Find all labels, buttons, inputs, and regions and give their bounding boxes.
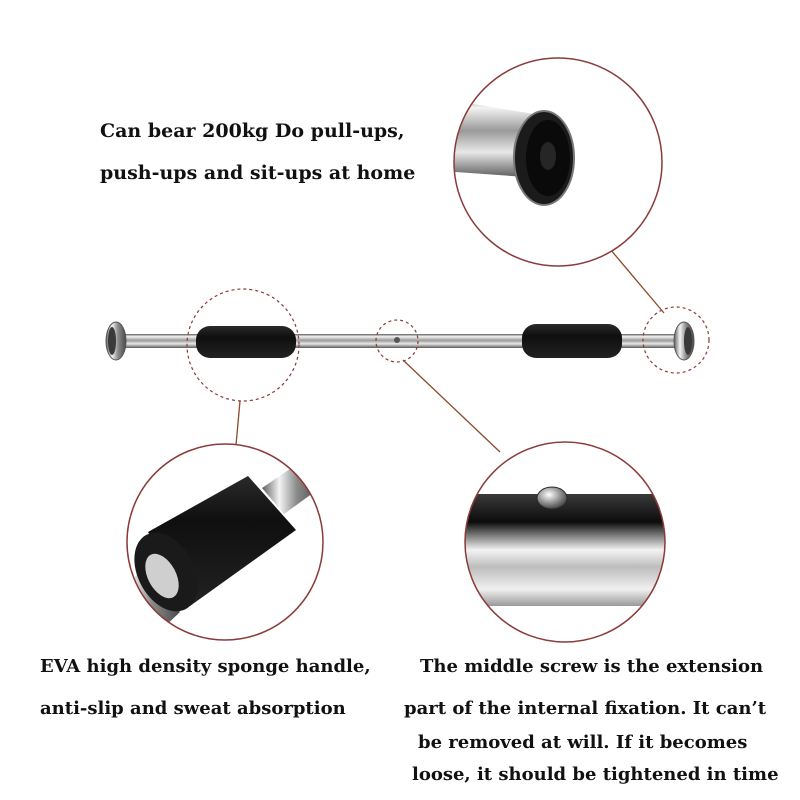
load-caption-line-2: push-ups and sit-ups at home (100, 162, 416, 184)
endcap-leader-line (609, 248, 665, 314)
screw-caption-line-4: loose, it should be tightened in time (412, 764, 779, 785)
handle-callout-marker (186, 288, 300, 402)
endcap-zoom (453, 57, 663, 267)
handle-caption-line-1: EVA high density sponge handle, (40, 656, 371, 677)
screw-caption-line-2: part of the internal fixation. It can’t (404, 698, 767, 719)
endcap-callout-marker (642, 306, 710, 374)
screw-zoom (464, 441, 666, 643)
pull-up-bar (105, 321, 695, 361)
screw-caption-line-1: The middle screw is the extension (420, 656, 764, 677)
screw-caption-line-3: be removed at will. If it becomes (418, 732, 748, 753)
handle-zoom (126, 443, 324, 641)
bar-screw (394, 337, 400, 343)
handle-leader-line (235, 400, 241, 446)
left-foam-grip (196, 326, 296, 358)
screw-leader-line (402, 359, 501, 453)
screw-callout-marker (375, 319, 419, 363)
load-caption-line-1: Can bear 200kg Do pull-ups, (100, 120, 405, 142)
right-foam-grip (522, 324, 622, 358)
handle-caption-line-2: anti-slip and sweat absorption (40, 698, 346, 719)
